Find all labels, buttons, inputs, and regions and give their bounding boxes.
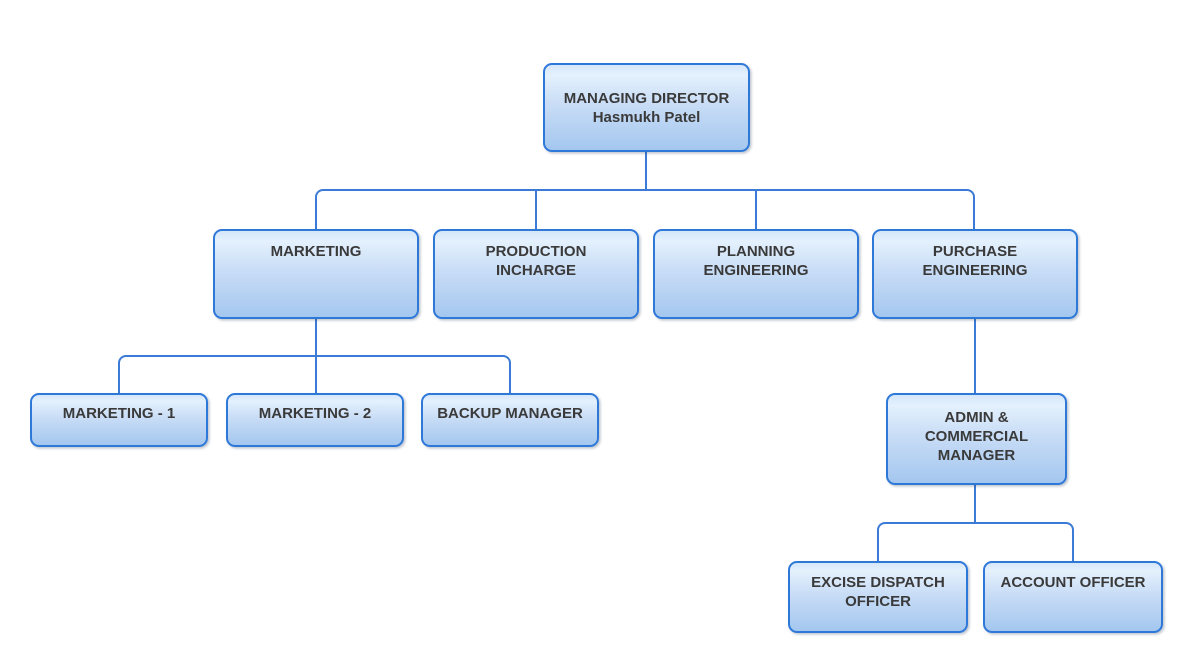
org-node-managing-director: MANAGING DIRECTOR Hasmukh Patel bbox=[543, 63, 750, 152]
org-node-admin-commercial-manager: ADMIN & COMMERCIAL MANAGER bbox=[886, 393, 1067, 485]
org-node-purchase-engineering: PURCHASE ENGINEERING bbox=[872, 229, 1078, 319]
connector-drop-planning bbox=[755, 189, 757, 229]
org-node-excise-dispatch-officer: EXCISE DISPATCH OFFICER bbox=[788, 561, 968, 633]
node-person: Hasmukh Patel bbox=[592, 108, 701, 126]
node-title: ACCOUNT OFFICER bbox=[1000, 574, 1146, 591]
node-title: MARKETING bbox=[270, 243, 362, 260]
org-node-production-incharge: PRODUCTION INCHARGE bbox=[433, 229, 639, 319]
node-title: INCHARGE bbox=[495, 262, 576, 279]
node-title: BACKUP MANAGER bbox=[437, 405, 583, 422]
connector-admin-stem bbox=[974, 484, 976, 524]
node-title: ENGINEERING bbox=[922, 262, 1028, 279]
node-title: ADMIN & bbox=[944, 409, 1009, 426]
org-node-planning-engineering: PLANNING ENGINEERING bbox=[653, 229, 859, 319]
org-node-marketing: MARKETING bbox=[213, 229, 419, 319]
org-node-backup-manager: BACKUP MANAGER bbox=[421, 393, 599, 447]
connector-marketing-stem bbox=[315, 318, 317, 357]
node-title: ENGINEERING bbox=[703, 262, 809, 279]
connector-drop-production bbox=[535, 189, 537, 229]
org-node-marketing-2: MARKETING - 2 bbox=[226, 393, 404, 447]
node-title: MANAGER bbox=[937, 447, 1016, 464]
node-title: PURCHASE bbox=[932, 243, 1018, 260]
connector-md-stem bbox=[645, 151, 647, 191]
node-title: PRODUCTION bbox=[485, 243, 587, 260]
node-title: EXCISE DISPATCH bbox=[811, 574, 945, 591]
node-title: MANAGING DIRECTOR bbox=[563, 89, 730, 107]
connector-level2-bus bbox=[315, 189, 975, 229]
connector-admin-bus bbox=[877, 522, 1074, 561]
node-title: PLANNING bbox=[716, 243, 796, 260]
connector-drop-marketing-2 bbox=[315, 355, 317, 393]
connector-purchase-to-admin bbox=[974, 318, 976, 394]
node-title: COMMERCIAL bbox=[924, 428, 1029, 445]
connector-marketing-bus bbox=[118, 355, 511, 393]
node-title: MARKETING - 2 bbox=[258, 405, 372, 422]
node-title: MARKETING - 1 bbox=[62, 405, 176, 422]
org-node-marketing-1: MARKETING - 1 bbox=[30, 393, 208, 447]
node-title: OFFICER bbox=[845, 593, 911, 610]
org-node-account-officer: ACCOUNT OFFICER bbox=[983, 561, 1163, 633]
